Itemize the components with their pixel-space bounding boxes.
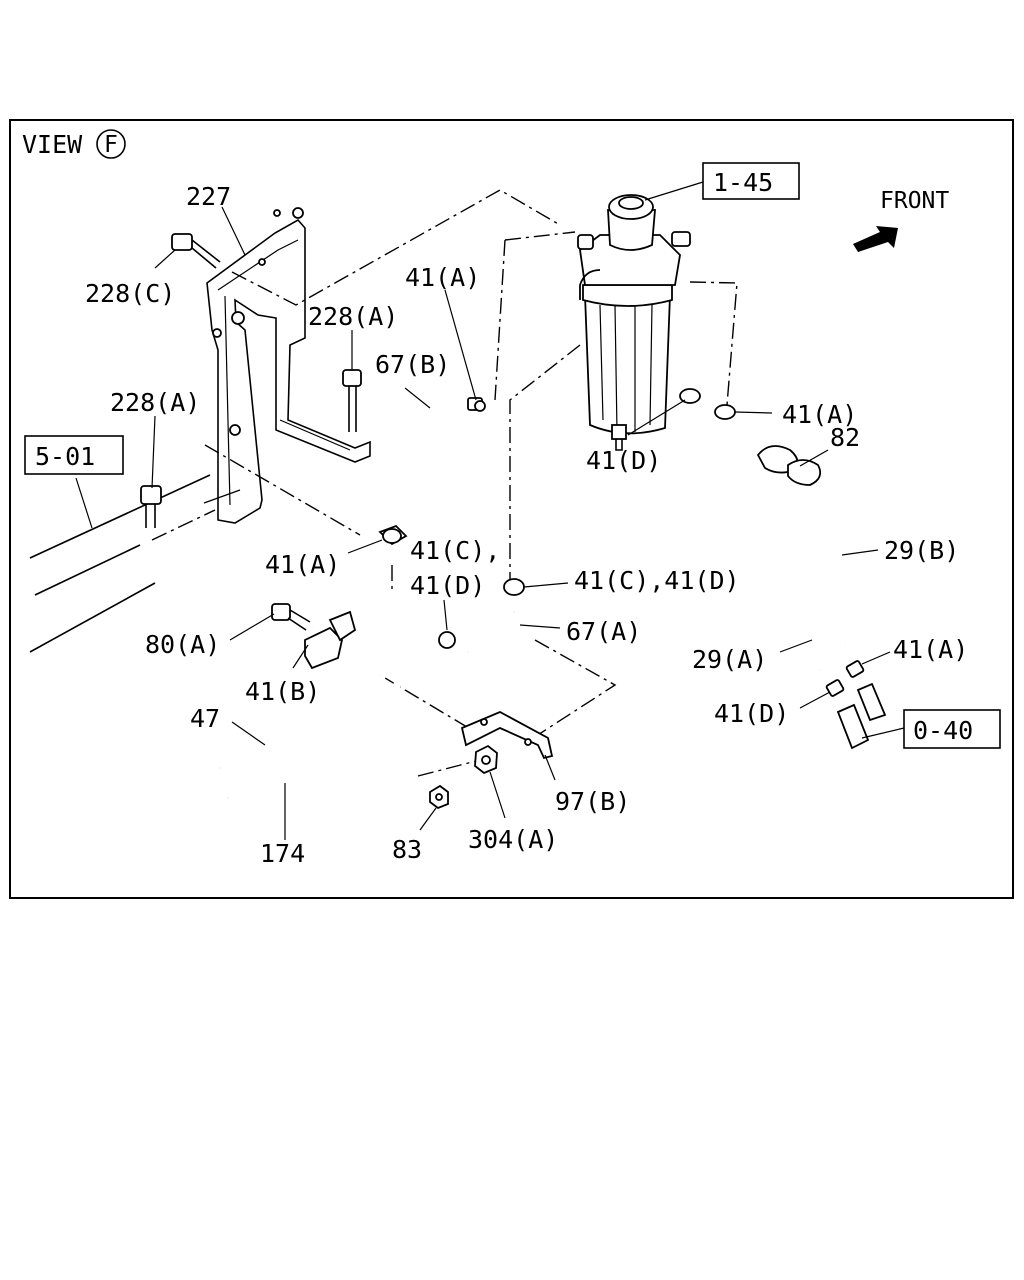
boxed-ref-0-40-text: 0-40	[913, 716, 973, 745]
callout-41a-low[interactable]: 41(A)	[893, 635, 968, 664]
diagram-frame	[9, 119, 1014, 899]
callout-labels: 227 228(C) 228(A) 228(A) 41(A) 67(B) 41(…	[85, 182, 968, 868]
connector-41a-low-icon	[845, 660, 865, 678]
callout-67a[interactable]: 67(A)	[566, 617, 641, 646]
bolt-228a-left-icon	[140, 485, 162, 528]
bolt-228c-icon	[171, 233, 221, 269]
nut-83-icon	[429, 784, 449, 810]
clamp-41d-filter-icon	[679, 388, 701, 404]
callout-41c-mid[interactable]: 41(C),	[410, 536, 500, 565]
callout-304a[interactable]: 304(A)	[468, 825, 558, 854]
clamp-41cd-icon	[503, 578, 525, 596]
callout-227[interactable]: 227	[186, 182, 231, 211]
view-label: VIEW	[22, 130, 83, 159]
callout-67b[interactable]: 67(B)	[375, 350, 450, 379]
boxed-ref-5-01[interactable]: 5-01	[24, 435, 124, 475]
bracket-227	[203, 207, 371, 524]
callout-228a-left[interactable]: 228(A)	[110, 388, 200, 417]
callout-41d-filter[interactable]: 41(D)	[586, 446, 661, 475]
callout-228c[interactable]: 228(C)	[85, 279, 175, 308]
callout-97b[interactable]: 97(B)	[555, 787, 630, 816]
view-letter-circle	[96, 129, 126, 159]
hose-67b[interactable]	[379, 393, 467, 515]
callout-228a-top[interactable]: 228(A)	[308, 302, 398, 331]
bolt-228a-top-icon	[342, 369, 362, 432]
pipe-174[interactable]	[227, 635, 428, 801]
callout-83[interactable]: 83	[392, 835, 422, 864]
boxed-ref-1-45-text: 1-45	[713, 168, 773, 197]
bolt-80a-icon	[271, 603, 311, 631]
callout-41cd[interactable]: 41(C),41(D)	[574, 566, 740, 595]
nut-304a-icon	[474, 744, 498, 775]
callout-41d-low[interactable]: 41(D)	[714, 699, 789, 728]
callout-41a-right[interactable]: 41(A)	[782, 400, 857, 429]
callout-80a[interactable]: 80(A)	[145, 630, 220, 659]
callout-41a-mid[interactable]: 41(A)	[265, 550, 340, 579]
clamp-41a-top-icon	[467, 397, 486, 412]
hose-29a[interactable]	[685, 412, 823, 671]
callout-47[interactable]: 47	[190, 704, 220, 733]
hose-67a[interactable]	[467, 611, 517, 655]
bracket-97b	[460, 711, 554, 760]
callout-leaders	[151, 181, 905, 840]
boxed-ref-5-01-text: 5-01	[35, 442, 95, 471]
clamp-41a-mid-icon	[378, 524, 408, 546]
callout-29a[interactable]: 29(A)	[692, 645, 767, 674]
fuel-filter-1-45[interactable]	[577, 194, 691, 451]
assembly-leader-lines	[151, 189, 738, 777]
clamp-41a-right-icon	[714, 404, 736, 420]
pipe-0-40	[836, 682, 887, 750]
clip-41b-icon	[304, 610, 357, 670]
front-arrow-icon	[853, 226, 898, 252]
frame-rail	[29, 474, 211, 653]
boxed-ref-1-45[interactable]: 1-45	[702, 162, 800, 200]
hose-29b[interactable]	[719, 412, 848, 646]
pipe-47[interactable]	[219, 597, 395, 771]
callout-41b[interactable]: 41(B)	[245, 677, 320, 706]
clip-82-icon	[756, 445, 822, 486]
boxed-ref-0-40[interactable]: 0-40	[903, 709, 1001, 749]
callout-41a-top[interactable]: 41(A)	[405, 263, 480, 292]
front-label: FRONT	[880, 188, 949, 214]
callout-174[interactable]: 174	[260, 839, 305, 868]
view-letter: F	[104, 132, 118, 158]
callout-41d-mid[interactable]: 41(D)	[410, 571, 485, 600]
connector-41d-low-icon	[825, 679, 845, 697]
callout-82[interactable]: 82	[830, 423, 860, 452]
callout-29b[interactable]: 29(B)	[884, 536, 959, 565]
clamp-41c-mid-icon	[438, 631, 456, 649]
